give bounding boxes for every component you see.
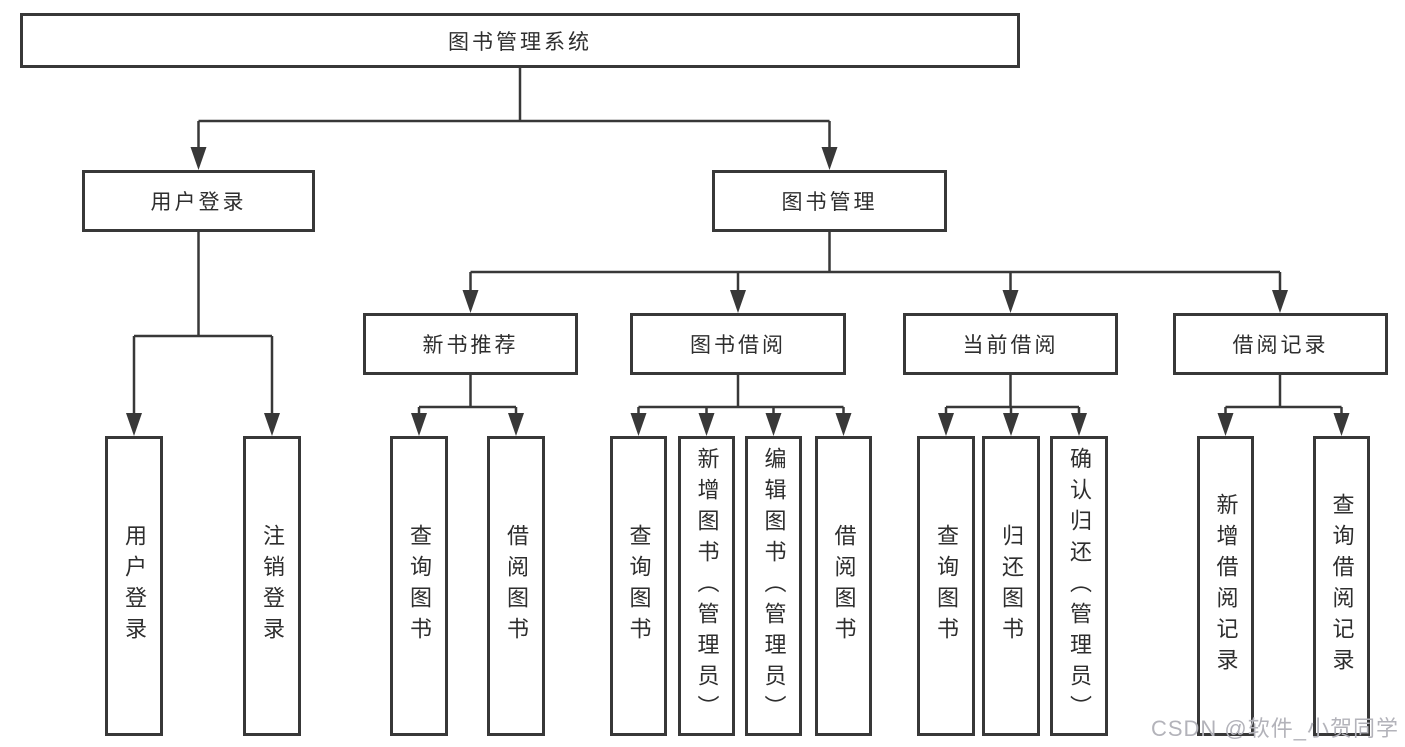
- node-new-book-recommend: 新书推荐: [363, 313, 578, 375]
- leaf-return-book: 归还图书: [982, 436, 1040, 736]
- node-book-borrow: 图书借阅: [630, 313, 846, 375]
- leaf-borrow-books-recommend: 借阅图书: [487, 436, 545, 736]
- node-user-login: 用户登录: [82, 170, 315, 232]
- leaf-add-borrow-record: 新增借阅记录: [1197, 436, 1254, 736]
- leaf-borrow-books-borrow: 借阅图书: [815, 436, 872, 736]
- leaf-logout: 注销登录: [243, 436, 301, 736]
- leaf-confirm-return-admin: 确认归还（管理员）: [1050, 436, 1108, 736]
- leaf-query-borrow-record: 查询借阅记录: [1313, 436, 1370, 736]
- leaf-user-login: 用户登录: [105, 436, 163, 736]
- node-library-management-system: 图书管理系统: [20, 13, 1020, 68]
- leaf-query-books-borrow: 查询图书: [610, 436, 667, 736]
- node-borrow-records: 借阅记录: [1173, 313, 1388, 375]
- watermark: CSDN @软件_小贺同学: [1150, 716, 1399, 741]
- leaf-add-book-admin: 新增图书（管理员）: [678, 436, 735, 736]
- node-current-borrow: 当前借阅: [903, 313, 1118, 375]
- leaf-edit-book-admin: 编辑图书（管理员）: [745, 436, 802, 736]
- node-book-management: 图书管理: [712, 170, 947, 232]
- leaf-query-books-current: 查询图书: [917, 436, 975, 736]
- leaf-query-books-recommend: 查询图书: [390, 436, 448, 736]
